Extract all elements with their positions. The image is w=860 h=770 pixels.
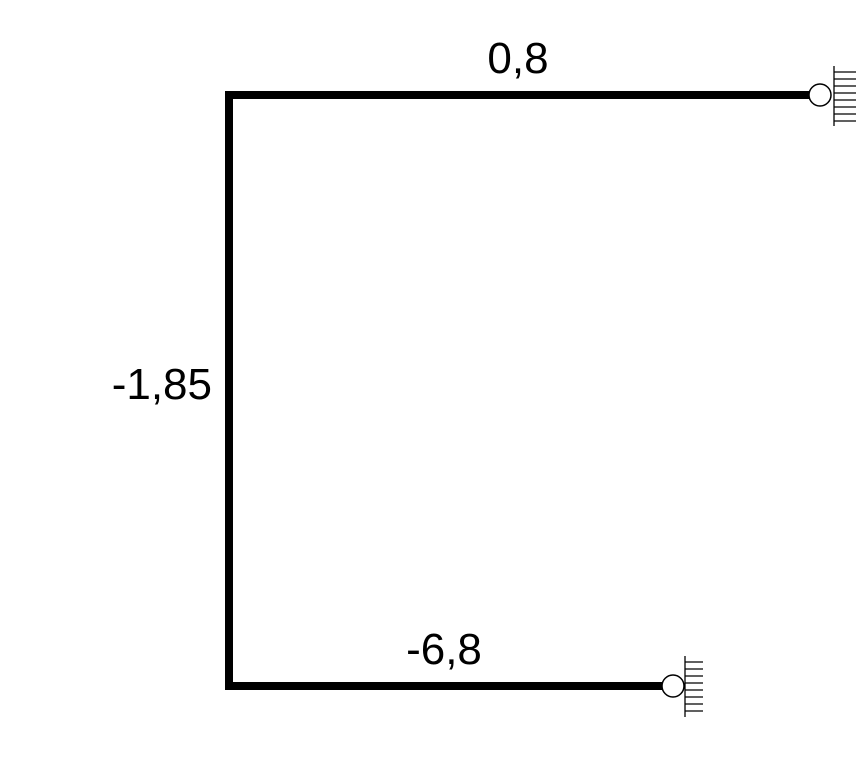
top-right-support-icon xyxy=(808,66,856,126)
top-member-label: 0,8 xyxy=(487,34,548,83)
bottom-member-label: -6,8 xyxy=(406,625,482,674)
left-member-label: -1,85 xyxy=(112,360,212,409)
top-right-support-pin xyxy=(808,83,832,107)
bottom-right-support-pin xyxy=(661,674,685,698)
bottom-right-support-icon xyxy=(661,656,703,717)
